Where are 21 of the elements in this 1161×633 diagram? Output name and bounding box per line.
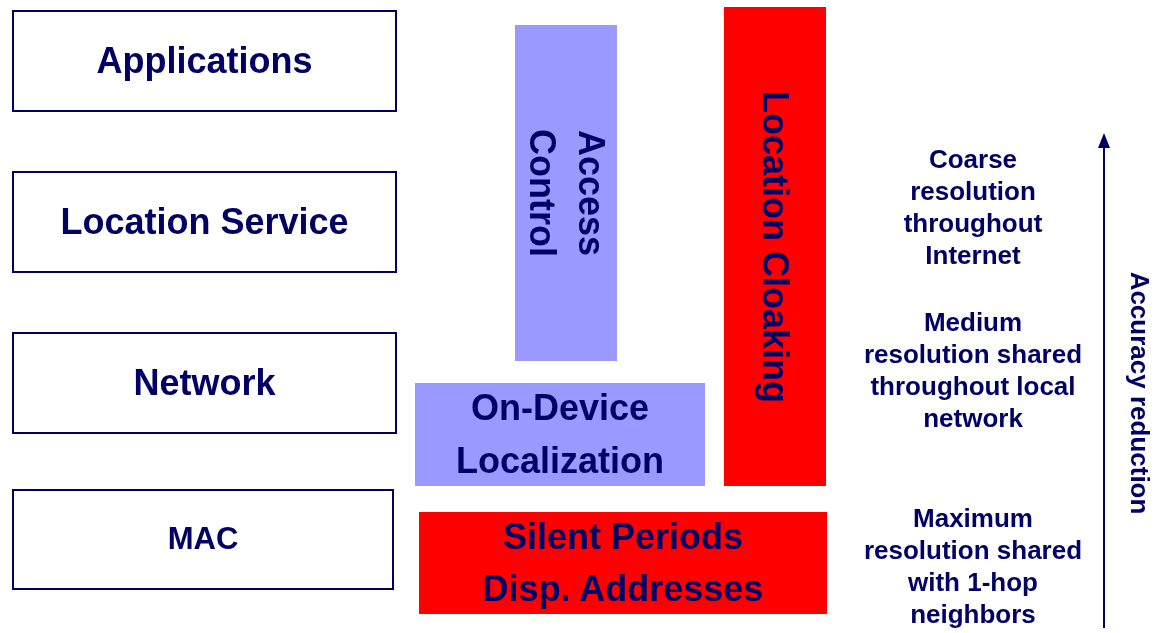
resolution-note: Coarse resolution throughout Internet — [902, 143, 1044, 271]
layer-label: Silent Periods — [502, 514, 744, 559]
layer-label: Access Control — [521, 128, 613, 259]
layer-label: Location Service — [60, 199, 349, 244]
mechanism-box — [724, 7, 826, 486]
layer-label: On-Device Localization — [455, 386, 665, 483]
mechanism-box — [419, 512, 827, 614]
layer-label: MAC — [167, 520, 239, 558]
resolution-note: Medium resolution shared throughout local network — [862, 306, 1084, 434]
layer-box — [12, 489, 394, 590]
layer-label: Applications — [96, 38, 313, 83]
mechanism-box — [515, 25, 617, 361]
layer-label: Disp. Addresses — [482, 567, 764, 611]
layer-label: Location Cloaking — [754, 89, 798, 405]
resolution-note: Maximum resolution shared with 1-hop neighbors — [862, 502, 1084, 630]
axis-label: Accuracy reduction — [1124, 270, 1156, 517]
layer-box — [12, 332, 397, 434]
layer-label: Network — [133, 360, 276, 405]
layer-box — [12, 171, 397, 273]
layer-box — [12, 10, 397, 112]
mechanism-box — [415, 383, 705, 486]
